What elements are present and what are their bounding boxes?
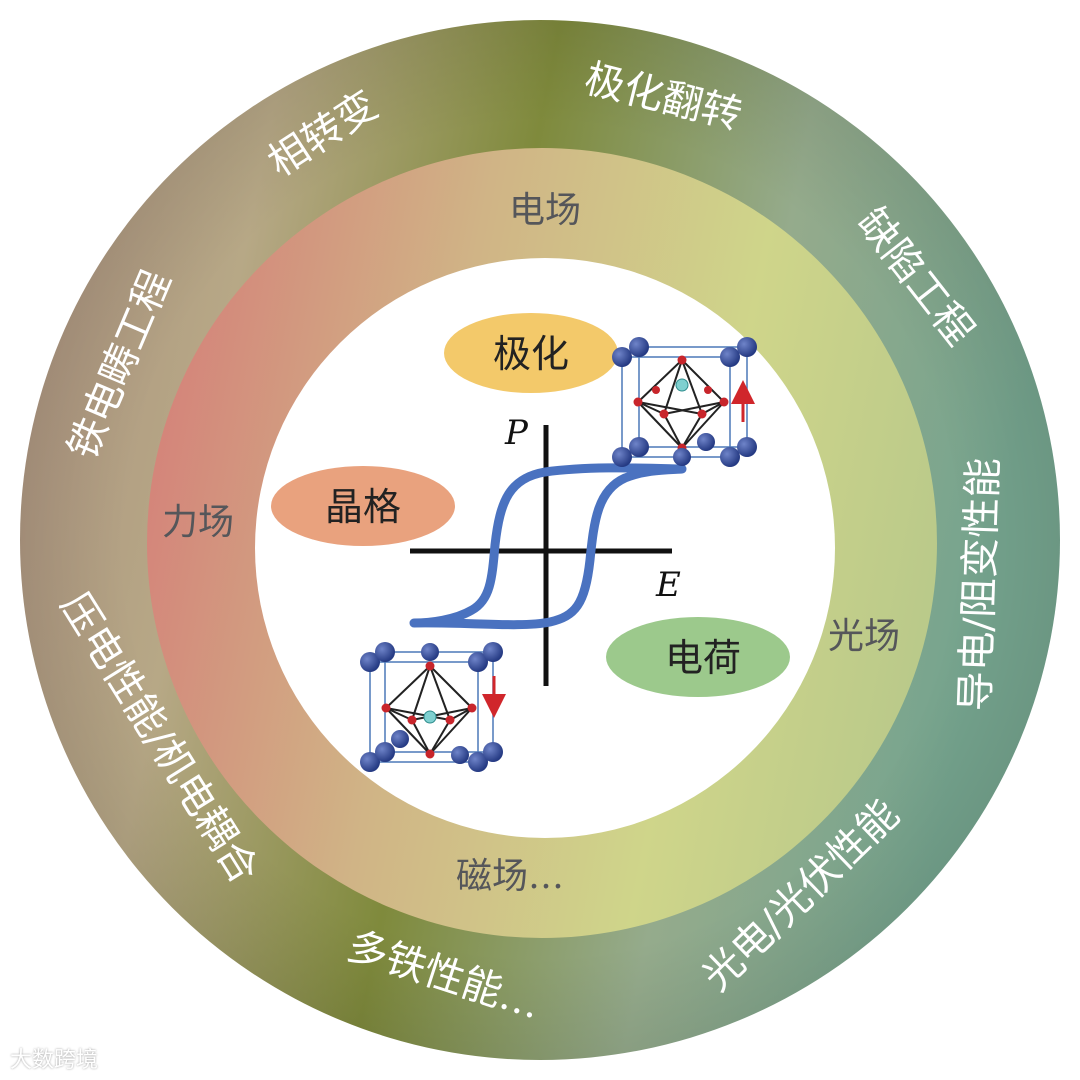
mid-label-force-field: 力场 [162,502,234,543]
crystal-cell-down [360,642,506,772]
axis-p-label: P [504,413,529,453]
bubble-polarization [444,313,618,393]
bubble-polarization-label: 极化 [493,332,569,376]
bubble-charge [606,617,790,697]
bubble-lattice [271,466,455,546]
outer-label-conductive-resistive: 导电/阻变性能 [953,457,1008,712]
bubble-charge-label: 电荷 [665,636,741,680]
axis-e-label: E [655,565,681,605]
mid-label-light-field: 光场 [828,616,900,657]
mid-label-electric-field: 电场 [509,190,581,231]
crystal-cell-up [612,337,757,467]
hysteresis-loop [409,463,687,630]
mid-label-magnetic-field: 磁场… [456,856,564,897]
watermark: 大数跨境 [10,1048,99,1073]
bubble-lattice-label: 晶格 [325,485,401,529]
